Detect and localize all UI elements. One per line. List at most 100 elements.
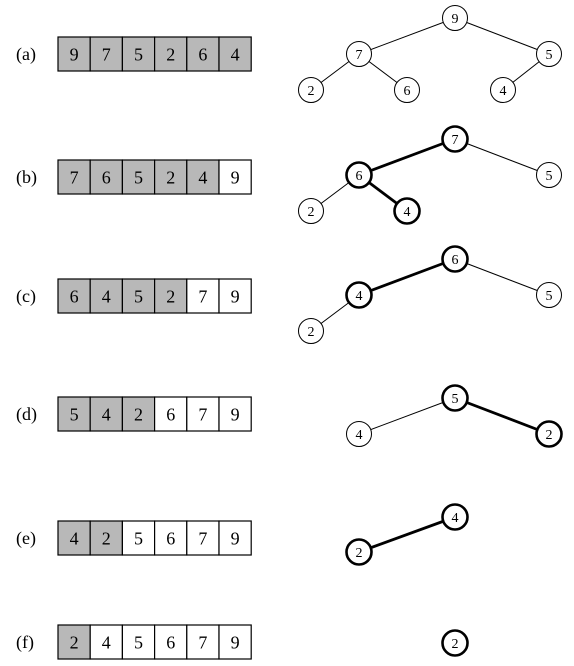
tree-node (298, 198, 324, 224)
tree-node (536, 282, 562, 308)
array-cell-value: 2 (166, 45, 175, 65)
tree-node-bold (441, 503, 469, 531)
array-cell-heap (186, 159, 220, 195)
array-cell-value: 9 (70, 45, 79, 65)
array-cell-value: 9 (231, 287, 240, 307)
tree-node-bold (441, 125, 469, 153)
array-cell-heap (218, 36, 252, 72)
tree-node-bold (535, 420, 563, 448)
array-cell-value: 2 (134, 405, 143, 425)
array-cell-sorted (186, 520, 220, 556)
array-cell-heap (89, 159, 123, 195)
tree-edge-bold (358, 137, 456, 177)
array-cell-value: 6 (102, 168, 111, 188)
array-cell-value: 7 (102, 45, 111, 65)
tree-node-value: 5 (546, 48, 553, 63)
tree-node-value: 4 (404, 205, 411, 220)
array-cell-sorted (218, 278, 252, 314)
tree-node (346, 421, 372, 447)
step-label: (f) (16, 632, 34, 653)
array-cell-value: 5 (134, 168, 143, 188)
array-cell-sorted (218, 396, 252, 432)
tree-node-value: 4 (356, 289, 363, 304)
array-cell-sorted (154, 520, 188, 556)
tree-node-value: 4 (356, 428, 363, 443)
array-cell-sorted (89, 624, 123, 660)
array-cell-heap (57, 36, 91, 72)
array-cell-value: 6 (166, 405, 175, 425)
array-cell-heap (186, 36, 220, 72)
tree-node-bold (345, 538, 373, 566)
array-cell-value: 9 (231, 168, 240, 188)
array-cell-value: 9 (231, 529, 240, 549)
tree-node-value: 7 (452, 133, 459, 148)
tree-edge (454, 17, 550, 55)
tree-node-value: 9 (452, 12, 459, 27)
array-cell-heap (121, 396, 156, 432)
tree-node-value: 7 (356, 48, 363, 63)
array-cell-heap (121, 159, 156, 195)
array-cell-value: 6 (166, 633, 175, 653)
tree-node (298, 318, 324, 344)
array-cell-value: 4 (70, 529, 79, 549)
array-cell-heap (154, 159, 188, 195)
tree-node-value: 2 (452, 637, 459, 652)
tree-node (346, 41, 372, 67)
step-label: (b) (16, 167, 37, 188)
array-cell-value: 4 (102, 633, 111, 653)
tree-node-bold (441, 384, 469, 412)
array-cell-value: 6 (70, 287, 79, 307)
array-cell-heap (121, 36, 156, 72)
tree-node-bold (345, 281, 373, 309)
tree-edge (454, 138, 550, 176)
array-cell-heap (89, 396, 123, 432)
step-label: (c) (16, 286, 36, 307)
array-cell-sorted (218, 624, 252, 660)
array-cell-heap (121, 278, 156, 314)
array-cell-value: 9 (231, 633, 240, 653)
array-cell-value: 4 (231, 45, 240, 65)
array-cell-value: 5 (134, 633, 143, 653)
heap-tree: 42 (345, 503, 469, 566)
array-cell-value: 2 (166, 168, 175, 188)
heap-tree: 2 (441, 629, 469, 657)
tree-node (298, 77, 324, 103)
array-cell-sorted (218, 159, 252, 195)
tree-node (536, 162, 562, 188)
tree-node-value: 6 (404, 84, 411, 99)
tree-node-value: 5 (546, 169, 553, 184)
array-cell-value: 5 (134, 529, 143, 549)
tree-node-value: 6 (356, 169, 363, 184)
tree-edge-bold (454, 396, 550, 436)
tree-node (490, 77, 516, 103)
array-cell-value: 7 (70, 168, 79, 188)
array-cell-sorted (154, 624, 188, 660)
step-label: (e) (16, 528, 36, 549)
tree-node-bold (441, 629, 469, 657)
tree-node-value: 2 (546, 428, 553, 443)
tree-edge-bold (358, 257, 456, 297)
array-cell-sorted (121, 520, 156, 556)
array-cell-heap (89, 520, 123, 556)
array-cell-value: 7 (198, 529, 207, 549)
tree-node (536, 41, 562, 67)
tree-edge-bold (358, 515, 456, 554)
tree-node-value: 5 (546, 289, 553, 304)
array-cell-heap (57, 520, 91, 556)
tree-node-value: 6 (452, 253, 459, 268)
